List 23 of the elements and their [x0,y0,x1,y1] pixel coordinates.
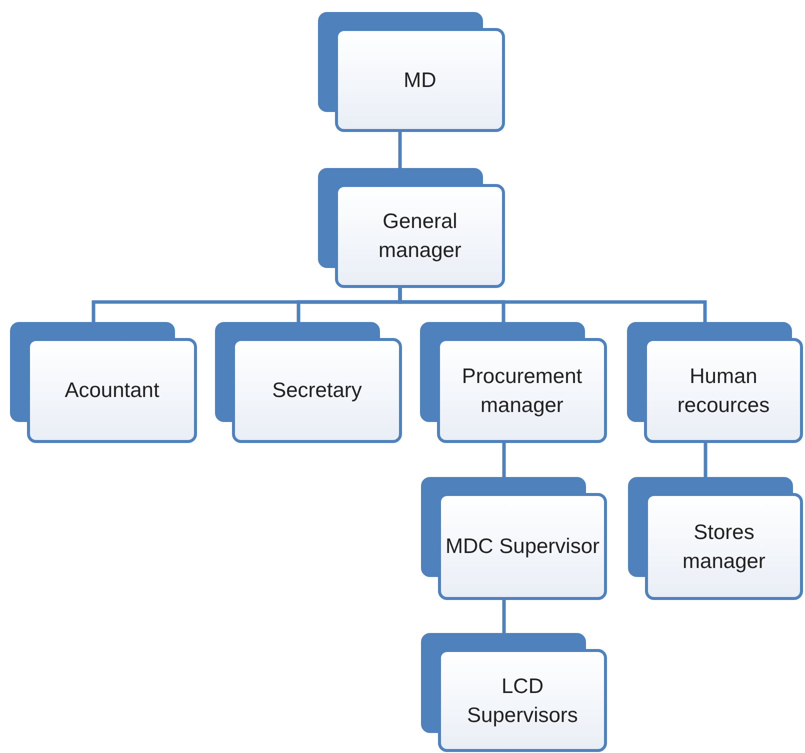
org-chart-box [318,168,505,288]
org-chart-box [421,633,607,752]
position-label: Stores manager [682,520,766,574]
org-chart-box [420,322,607,443]
org-chart-box [627,322,803,443]
connector-line [398,288,707,322]
position-label: MDC Supervisor [445,534,600,560]
connector-line [502,600,506,633]
connector-line [704,443,708,477]
org-chart-box [628,477,803,600]
position-label: Secretary [272,378,362,404]
position-label: General manager [378,209,462,264]
connector-line [398,132,402,168]
position-label: Acountant [64,378,160,404]
org-chart-box [10,322,197,443]
position-label: LCD Supervisors [466,674,579,728]
connector-line [502,443,506,477]
position-label: MD [404,68,436,94]
position-label: Procurement manager [460,364,584,418]
org-chart-box [421,477,607,600]
org-chart-box [215,322,402,443]
position-label: Human recources [676,364,771,418]
org-chart-box [318,12,505,132]
